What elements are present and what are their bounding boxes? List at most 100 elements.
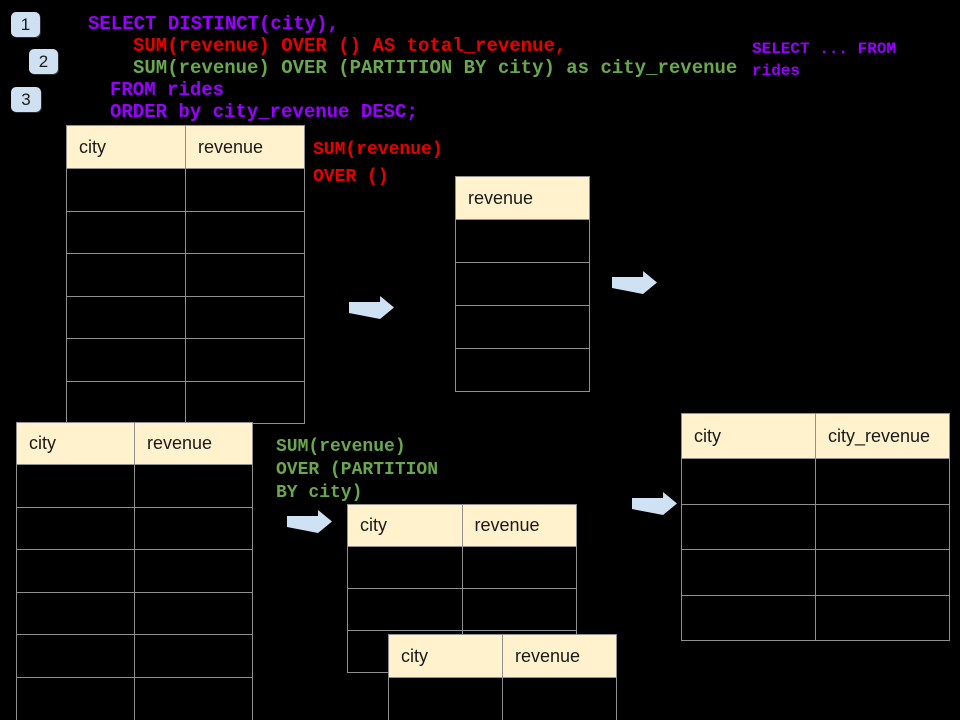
flow-arrow-icon bbox=[349, 296, 394, 319]
table-row bbox=[681, 503, 950, 550]
column-header: revenue bbox=[185, 125, 305, 169]
table-cell-empty bbox=[66, 253, 186, 297]
table-row bbox=[16, 591, 253, 636]
step-badge-1: 1 bbox=[11, 12, 40, 37]
table-cell-empty bbox=[455, 262, 590, 306]
table-row bbox=[66, 295, 305, 339]
table-row bbox=[16, 634, 253, 678]
data-table-grid: revenue bbox=[455, 176, 590, 392]
column-header: city_revenue bbox=[815, 413, 950, 459]
table-cell-empty bbox=[185, 380, 305, 424]
table-row bbox=[681, 594, 950, 641]
side-note-line-2: rides bbox=[752, 62, 801, 80]
table-cell-empty bbox=[66, 295, 186, 339]
sql-code-line-select: SELECT DISTINCT(city), bbox=[88, 13, 339, 35]
table-row bbox=[388, 677, 617, 720]
table-row bbox=[681, 549, 950, 596]
table-cell-empty bbox=[388, 677, 503, 720]
table-row bbox=[66, 380, 305, 424]
sql-code-line-order-by: ORDER by city_revenue DESC; bbox=[110, 101, 418, 123]
table-cell-empty bbox=[16, 549, 135, 593]
column-header: city bbox=[16, 422, 135, 465]
sql-code-line-from: FROM rides bbox=[110, 79, 225, 101]
flow-arrow-icon bbox=[632, 492, 677, 515]
table-cell-empty bbox=[134, 591, 253, 636]
table-cell-empty bbox=[502, 677, 617, 720]
table-cell-empty bbox=[185, 210, 305, 254]
table-cell-empty bbox=[455, 305, 590, 349]
table-cell-empty bbox=[185, 253, 305, 297]
table-cell-empty bbox=[461, 588, 577, 631]
table-cell-empty bbox=[815, 549, 950, 596]
table-row bbox=[455, 348, 590, 392]
table-cell-empty bbox=[681, 458, 816, 505]
column-header: city bbox=[66, 125, 186, 169]
table-cell-empty bbox=[347, 588, 463, 631]
total-revenue-annotation-line-2: OVER () bbox=[313, 167, 389, 187]
column-header: revenue bbox=[134, 422, 253, 465]
table-cell-empty bbox=[815, 503, 950, 550]
table-row bbox=[16, 464, 253, 508]
column-header: city bbox=[347, 504, 463, 547]
table-cell-empty bbox=[815, 594, 950, 641]
sql-code-line-partition: SUM(revenue) OVER (PARTITION BY city) as… bbox=[133, 57, 738, 79]
step-badge-label: 1 bbox=[20, 14, 31, 34]
table-cell-empty bbox=[455, 348, 590, 392]
table-cell-empty bbox=[185, 295, 305, 339]
table-row bbox=[16, 676, 253, 720]
table-row bbox=[347, 588, 577, 631]
table-row bbox=[66, 210, 305, 254]
table-header-row: revenue bbox=[455, 176, 590, 220]
table-cell-empty bbox=[681, 549, 816, 596]
flow-arrow-icon bbox=[612, 271, 657, 294]
step-badge-label: 2 bbox=[38, 51, 49, 71]
table-row bbox=[16, 549, 253, 593]
table-cell-empty bbox=[134, 506, 253, 551]
column-header: city bbox=[388, 634, 503, 678]
table-cell-empty bbox=[815, 458, 950, 505]
step-badge-2: 2 bbox=[29, 49, 58, 74]
table-cell-empty bbox=[455, 219, 590, 263]
table-cell-empty bbox=[16, 634, 135, 678]
sql-code-line-total-revenue: SUM(revenue) OVER () AS total_revenue, bbox=[133, 35, 567, 57]
table-row bbox=[16, 506, 253, 551]
table-cell-empty bbox=[185, 338, 305, 382]
table-cell-empty bbox=[66, 210, 186, 254]
table-total-revenue-result: revenue bbox=[455, 176, 590, 392]
table-cell-empty bbox=[185, 168, 305, 212]
table-cell-empty bbox=[134, 676, 253, 720]
column-header: city bbox=[681, 413, 816, 459]
table-row bbox=[66, 253, 305, 297]
side-note-line-1: SELECT ... FROM bbox=[752, 40, 897, 58]
table-row bbox=[455, 262, 590, 306]
table-cell-empty bbox=[16, 591, 135, 636]
table-cell-empty bbox=[134, 549, 253, 593]
table-row bbox=[681, 458, 950, 505]
table-cell-empty bbox=[681, 594, 816, 641]
table-row bbox=[66, 338, 305, 382]
total-revenue-annotation-line-1: SUM(revenue) bbox=[313, 140, 443, 160]
table-cell-empty bbox=[66, 168, 186, 212]
step-badge-3: 3 bbox=[11, 87, 41, 112]
table-row bbox=[347, 546, 577, 589]
table-cell-empty bbox=[66, 380, 186, 424]
column-header: revenue bbox=[461, 504, 577, 547]
table-cell-empty bbox=[134, 464, 253, 508]
table-cell-empty bbox=[16, 506, 135, 551]
partition-annotation-line-1: SUM(revenue) bbox=[276, 437, 406, 457]
partition-annotation-line-3: BY city) bbox=[276, 483, 363, 503]
column-header: revenue bbox=[502, 634, 617, 678]
